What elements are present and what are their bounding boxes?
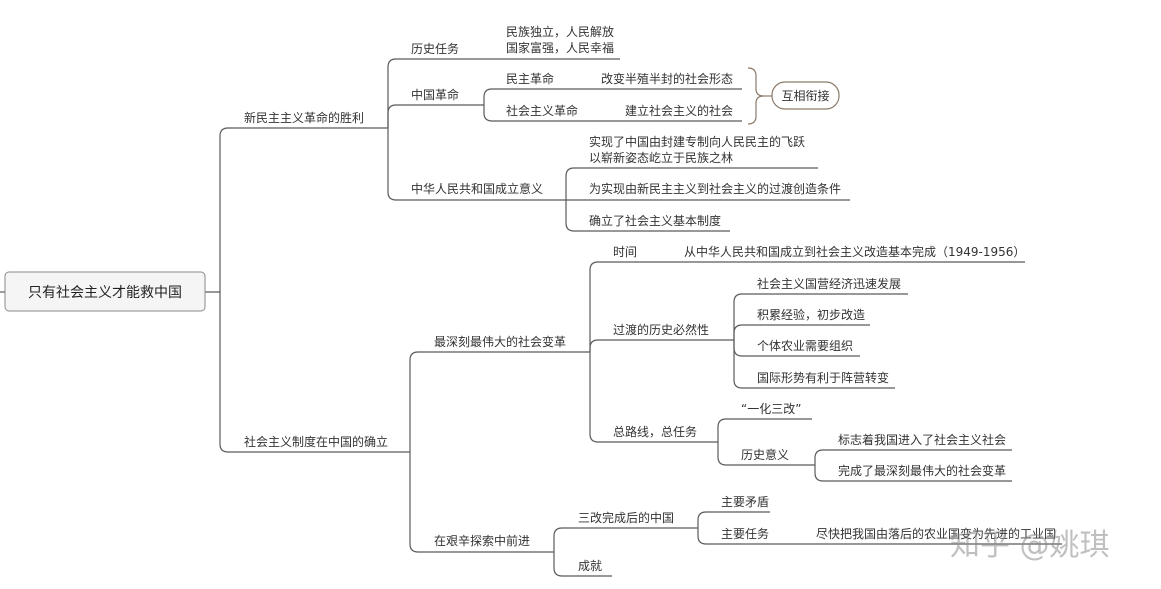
link-founding-significance <box>387 128 566 201</box>
link-significance-point-2 <box>814 465 1012 482</box>
root-node-box <box>4 271 206 312</box>
link-necessity-2 <box>733 324 870 340</box>
node-necessity: 过渡的历史必然性 <box>613 322 709 337</box>
link-significance-point-1 <box>814 449 1012 465</box>
link-significance <box>717 442 815 466</box>
node-chinese-revolution: 中国革命 <box>411 87 459 102</box>
node-significance-point-1: 标志着我国进入了社会主义社会 <box>838 432 1006 447</box>
node-historical-task-line1: 民族独立，人民解放 <box>506 24 614 39</box>
node-necessity-2: 积累经验，初步改造 <box>757 307 865 322</box>
link-main-contradiction <box>697 511 770 528</box>
relation-brace <box>747 67 765 125</box>
root-node: 只有社会主义才能救中国 <box>4 271 206 312</box>
node-socialist-system: 社会主义制度在中国的确立 <box>244 434 388 449</box>
node-after-reform: 三改完成后的中国 <box>578 510 674 525</box>
root-node-label: 只有社会主义才能救中国 <box>28 285 182 301</box>
node-achievements: 成就 <box>578 559 602 573</box>
link-main-task <box>697 528 793 545</box>
link-significance-1 <box>565 167 818 200</box>
node-main-task-detail: 尽快把我国由落后的农业国变为先进的工业国 <box>816 526 1056 541</box>
node-general-line: 总路线，总任务 <box>613 424 697 439</box>
link-after-reform <box>553 527 698 552</box>
node-time: 时间 <box>613 245 637 259</box>
relation-group: 互相衔接 <box>747 67 840 125</box>
link-socialist-revolution <box>483 105 603 122</box>
link-root-socialist-system <box>219 292 410 453</box>
relation-label: 互相衔接 <box>781 88 829 103</box>
node-significance-3: 确立了社会主义基本制度 <box>589 213 721 228</box>
link-democratic-revolution <box>483 88 580 105</box>
relation-box <box>771 81 840 110</box>
node-time-detail: 从中华人民共和国成立到社会主义改造基本完成（1949-1956） <box>684 244 1025 259</box>
node-necessity-4: 国际形势有利于阵营转变 <box>757 370 889 385</box>
node-significance-1-line1: 实现了中国由封建专制向人民民主的飞跃 <box>589 134 805 149</box>
link-necessity <box>589 339 734 352</box>
watermark: 知乎 @姚琪 <box>950 528 1110 563</box>
node-slogan: “一化三改” <box>741 402 801 416</box>
node-main-contradiction: 主要矛盾 <box>721 495 769 509</box>
node-significance-2: 为实现由新民主主义到社会主义的过渡创造条件 <box>589 181 841 196</box>
link-exploration <box>409 452 554 553</box>
link-historical-task <box>387 58 484 128</box>
link-slogan <box>717 418 812 442</box>
link-root-new-democratic <box>205 127 388 293</box>
node-socialist-revolution: 社会主义革命 <box>506 103 578 118</box>
link-chinese-revolution <box>387 104 484 128</box>
node-new-democratic: 新民主主义革命的胜利 <box>244 110 364 125</box>
node-main-task: 主要任务 <box>721 526 769 541</box>
node-necessity-1: 社会主义国营经济迅速发展 <box>757 276 901 291</box>
node-great-change: 最深刻最伟大的社会变革 <box>434 334 566 349</box>
node-significance-point-2: 完成了最深刻最伟大的社会变革 <box>838 463 1006 478</box>
link-achievements <box>553 552 612 577</box>
node-historical-task-line2: 国家富强，人民幸福 <box>506 40 614 55</box>
node-exploration: 在艰辛探索中前进 <box>434 533 530 548</box>
node-significance-1-line2: 以崭新姿态屹立于民族之林 <box>589 150 733 165</box>
node-necessity-3: 个体农业需要组织 <box>757 339 853 353</box>
node-democratic-detail: 改变半殖半封的社会形态 <box>601 71 733 86</box>
link-necessity-4 <box>733 340 895 389</box>
link-significance-3 <box>565 200 730 232</box>
link-time <box>589 261 662 352</box>
node-founding-significance: 中华人民共和国成立意义 <box>411 181 543 196</box>
node-democratic-revolution: 民主革命 <box>506 71 554 86</box>
link-great-change <box>409 351 590 452</box>
link-general-line <box>589 352 718 443</box>
node-socialist-detail: 建立社会主义的社会 <box>625 103 733 118</box>
link-necessity-1 <box>733 293 908 340</box>
connectors <box>0 58 1062 577</box>
node-historical-significance: 历史意义 <box>741 447 789 462</box>
node-historical-task: 历史任务 <box>411 41 459 56</box>
